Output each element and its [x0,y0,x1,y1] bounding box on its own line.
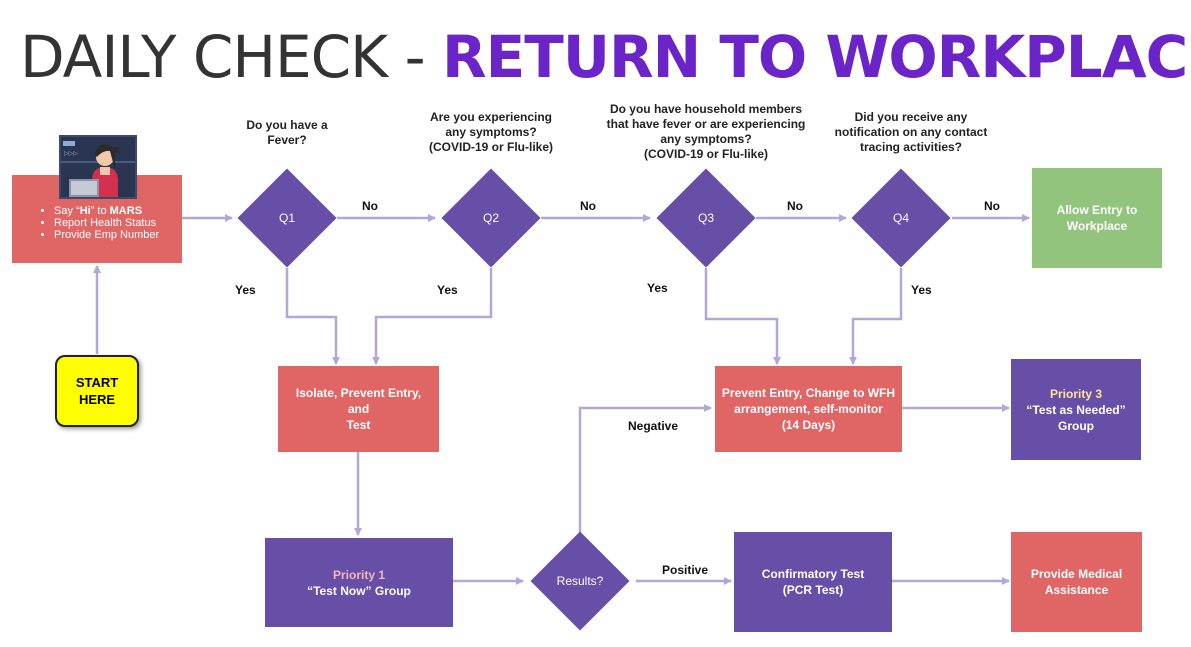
edge-negative [578,404,712,533]
say-hi-prefix: Say “ [54,205,80,217]
edge-label-yes-q3: Yes [647,281,668,295]
q3-line: any symptoms? [660,132,752,146]
isolate-line: Isolate, Prevent Entry, and [295,386,422,416]
question-q3-text: Do you have household members that have … [596,102,816,162]
confirm-line: Confirmatory Test [761,567,865,581]
q2-line: any symptoms? [445,125,537,139]
decision-q4-label: Q4 [892,211,909,225]
confirm-line: (PCR Test) [782,583,844,597]
edge-label-yes-q1: Yes [235,283,256,297]
priority1-box: Priority 1 “Test Now” Group [265,538,453,627]
priority3-box: Priority 3 “Test as Needed” Group [1011,359,1141,460]
q2-line: (COVID-19 or Flu-like) [428,140,553,154]
priority3-line: Group [1058,418,1094,433]
q3-line: that have fever or are experiencing [606,117,806,131]
q1-line: Do you have a [246,118,328,132]
prevent-entry-box: Prevent Entry, Change to WFH arrangement… [715,366,902,452]
allow-entry-box: Allow Entry to Workplace [1032,168,1162,268]
mars-item-emp-number: Provide Emp Number [54,229,159,241]
edge-label-positive: Positive [662,563,709,577]
edge-q4-yes [849,268,903,365]
edge-label-no-q3: No [787,199,803,213]
say-hi-mid: ” to [90,205,110,217]
edge-label-yes-q4: Yes [911,283,932,297]
decision-results-label: Results? [556,574,604,588]
title-prefix: DAILY CHECK - [20,23,442,91]
svg-text:▷▷▷: ▷▷▷ [64,150,78,157]
mars-avatar-icon: ▷▷▷ [59,135,137,199]
medical-line: Provide Medical [1030,567,1123,581]
prevent-line: Prevent Entry, Change to WFH [721,386,896,400]
priority1-heading: Priority 1 [332,567,386,582]
edge-label-yes-q2: Yes [437,283,458,297]
prevent-line: (14 Days) [781,418,836,432]
edge-label-no-q2: No [580,199,596,213]
q4-line: tracing activities? [859,140,963,154]
q2-line: Are you experiencing [429,110,553,124]
decision-q1-label: Q1 [278,211,295,225]
edge-q3-yes [704,268,781,365]
priority1-line: “Test Now” Group [307,583,411,598]
mars-item-say-hi: Say “Hi” to MARS [54,205,159,217]
isolate-box: Isolate, Prevent Entry, and Test [278,366,439,452]
start-here-button[interactable]: START HERE [55,355,139,427]
allow-line: Workplace [1066,219,1128,233]
edge-q1-yes [285,268,340,365]
priority3-line: “Test as Needed” [1026,402,1126,417]
edge-label-negative: Negative [628,419,679,433]
confirmatory-test-box: Confirmatory Test (PCR Test) [734,532,892,632]
q3-line: (COVID-19 or Flu-like) [643,147,768,161]
question-q2-text: Are you experiencing any symptoms? (COVI… [416,110,566,155]
say-hi-word: Hi [79,205,91,217]
edge-q2-yes [372,268,493,365]
mars-item-report: Report Health Status [54,217,159,229]
decision-q3-label: Q3 [697,211,714,225]
priority3-heading: Priority 3 [1049,386,1103,401]
medical-line: Assistance [1044,583,1109,597]
prevent-line: arrangement, self-monitor [734,402,883,416]
start-label: START [75,375,119,390]
edge-label-no-q4: No [984,199,1000,213]
q3-line: Do you have household members [609,102,803,116]
q1-line: Fever? [267,133,307,147]
here-label: HERE [78,392,116,407]
question-q1-text: Do you have a Fever? [237,118,337,148]
mars-name: MARS [109,205,143,217]
edge-label-no-q1: No [362,199,378,213]
page-title: DAILY CHECK - RETURN TO WORKPLACE [20,22,1191,92]
mars-instructions-list: Say “Hi” to MARS Report Health Status Pr… [24,205,159,241]
q4-line: Did you receive any [854,110,968,124]
question-q4-text: Did you receive any notification on any … [826,110,996,155]
q4-line: notification on any contact [834,125,988,139]
decision-q2-label: Q2 [482,211,499,225]
isolate-line: Test [346,418,371,432]
medical-assistance-box: Provide Medical Assistance [1011,532,1142,632]
allow-line: Allow Entry to [1056,203,1138,217]
title-accent: RETURN TO WORKPLACE [442,23,1191,91]
